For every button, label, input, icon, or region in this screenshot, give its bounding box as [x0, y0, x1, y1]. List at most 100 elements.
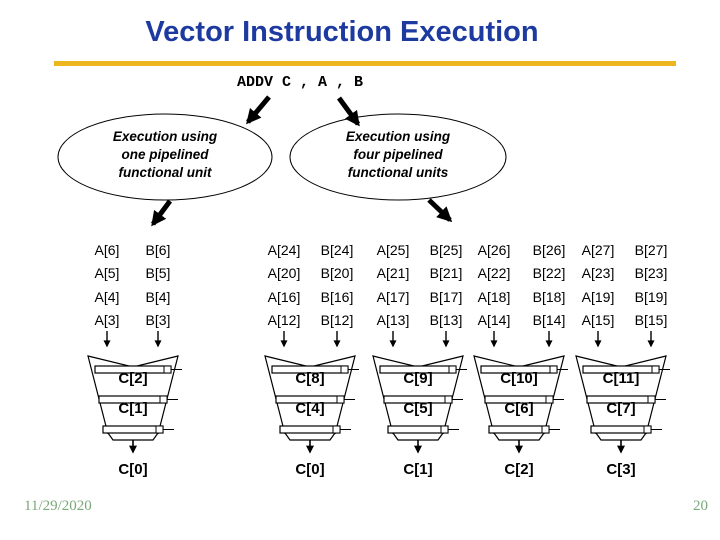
bubble-line: functional units	[347, 165, 449, 180]
operand-b-label: B[3]	[145, 312, 171, 328]
operand-a-label: A[13]	[376, 312, 410, 328]
output-label: C[1]	[403, 461, 433, 478]
funnel-foot	[493, 432, 545, 441]
bubble-label-one-unit: Execution using one pipelined functional…	[65, 128, 265, 182]
pipeline-stage-label: C[8]	[295, 370, 325, 387]
operand-a-label: A[19]	[581, 289, 615, 305]
pipeline-stage-label: C[5]	[403, 400, 433, 417]
operand-a-label: A[5]	[94, 265, 120, 281]
operand-b-label: B[25]	[429, 242, 463, 258]
bubble-ellipse-one-unit	[57, 113, 273, 201]
left-bubble-to-lane-arrow	[150, 199, 173, 227]
operand-a-label: A[3]	[94, 312, 120, 328]
operand-a-label: A[17]	[376, 289, 410, 305]
operand-a-label: A[16]	[267, 289, 301, 305]
operand-b-label: B[4]	[145, 289, 171, 305]
operand-b-label: B[12]	[320, 312, 354, 328]
slide-date: 11/29/2020	[24, 498, 92, 514]
pipeline-register-bar	[279, 425, 341, 434]
operand-b-label: B[13]	[429, 312, 463, 328]
output-label: C[2]	[504, 461, 534, 478]
operand-a-label: A[21]	[376, 265, 410, 281]
register-port	[545, 395, 554, 404]
pipeline-stage-label: C[6]	[504, 400, 534, 417]
operand-a-label: A[14]	[477, 312, 511, 328]
register-port	[541, 425, 550, 434]
operand-b-label: B[15]	[634, 312, 668, 328]
bubble-line: four pipelined	[353, 147, 443, 162]
output-label: C[3]	[606, 461, 636, 478]
register-port	[340, 365, 349, 374]
operand-b-label: B[5]	[145, 265, 171, 281]
register-port	[440, 425, 449, 434]
operand-b-label: B[16]	[320, 289, 354, 305]
register-port	[155, 425, 164, 434]
operand-b-label: B[17]	[429, 289, 463, 305]
operand-a-label: A[27]	[581, 242, 615, 258]
operand-a-label: A[22]	[477, 265, 511, 281]
register-port	[647, 395, 656, 404]
instruction-to-left-bubble-arrow	[246, 95, 271, 125]
operand-b-label: B[24]	[320, 242, 354, 258]
operand-a-label: A[18]	[477, 289, 511, 305]
pipeline-stage-label: C[10]	[500, 370, 538, 387]
right-bubble-to-lanes-arrow	[427, 198, 453, 223]
operand-b-label: B[22]	[532, 265, 566, 281]
operand-a-label: A[23]	[581, 265, 615, 281]
slide-page-number: 20	[693, 498, 708, 514]
pipeline-stage-label: C[9]	[403, 370, 433, 387]
pipeline-stage-label: C[1]	[118, 400, 148, 417]
operand-a-label: A[15]	[581, 312, 615, 328]
operand-b-label: B[21]	[429, 265, 463, 281]
operand-b-label: B[18]	[532, 289, 566, 305]
register-port	[448, 365, 457, 374]
funnel-foot	[392, 432, 444, 441]
title-underline-rule	[54, 61, 676, 66]
operand-b-label: B[20]	[320, 265, 354, 281]
operand-b-label: B[14]	[532, 312, 566, 328]
bubble-label-four-units: Execution using four pipelined functiona…	[298, 128, 498, 182]
operand-a-label: A[6]	[94, 242, 120, 258]
register-port	[336, 395, 345, 404]
slide-title: Vector Instruction Execution	[145, 16, 539, 48]
operand-a-label: A[20]	[267, 265, 301, 281]
funnel-foot	[107, 432, 159, 441]
funnel-foot	[595, 432, 647, 441]
operand-a-label: A[24]	[267, 242, 301, 258]
output-label: C[0]	[118, 461, 148, 478]
pipeline-stage-label: C[7]	[606, 400, 636, 417]
register-port	[549, 365, 558, 374]
register-port	[651, 365, 660, 374]
instruction-to-right-bubble-arrow	[336, 96, 361, 127]
operand-a-label: A[25]	[376, 242, 410, 258]
register-port	[163, 365, 172, 374]
register-port	[444, 395, 453, 404]
funnel-foot	[284, 432, 336, 441]
operand-b-label: B[26]	[532, 242, 566, 258]
pipeline-register-bar	[488, 425, 550, 434]
pipeline-register-bar	[102, 425, 164, 434]
register-port	[159, 395, 168, 404]
operand-b-label: B[19]	[634, 289, 668, 305]
bubble-ellipse-four-units	[289, 113, 507, 201]
operand-b-label: B[6]	[145, 242, 171, 258]
operand-b-label: B[27]	[634, 242, 668, 258]
vector-instruction: ADDV C , A , B	[236, 74, 364, 91]
pipeline-stage-label: C[4]	[295, 400, 325, 417]
operand-a-label: A[4]	[94, 289, 120, 305]
pipeline-register-bar	[590, 425, 652, 434]
operand-b-label: B[23]	[634, 265, 668, 281]
bubble-line: Execution using	[112, 129, 218, 144]
operand-a-label: A[26]	[477, 242, 511, 258]
register-port	[643, 425, 652, 434]
pipeline-stage-label: C[2]	[118, 370, 148, 387]
bubble-line: functional unit	[118, 165, 212, 180]
bubble-line: Execution using	[345, 129, 451, 144]
pipeline-stage-label: C[11]	[602, 370, 640, 387]
pipeline-register-bar	[387, 425, 449, 434]
operand-a-label: A[12]	[267, 312, 301, 328]
register-port	[332, 425, 341, 434]
bubble-line: one pipelined	[121, 147, 209, 162]
